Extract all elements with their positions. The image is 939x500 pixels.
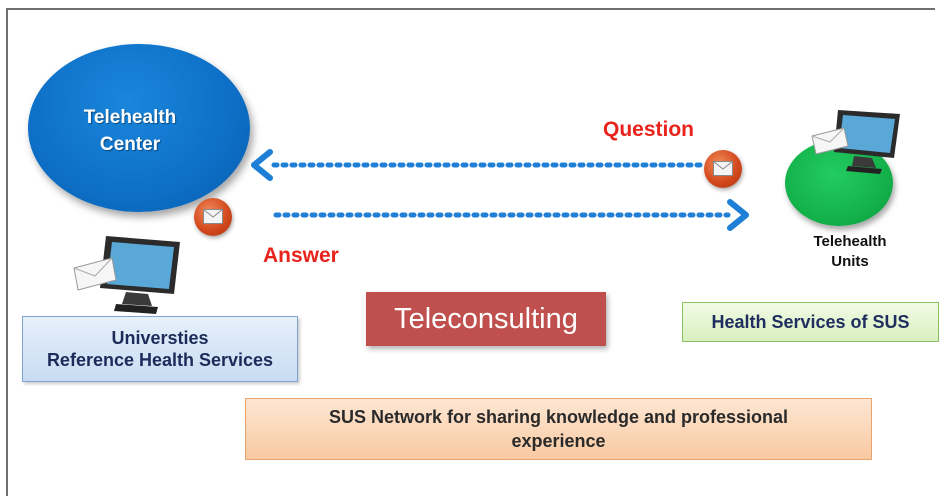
answer-mail-icon [194,198,232,236]
answer-label: Answer [263,244,339,267]
universities-line2: Reference Health Services [46,350,274,370]
telehealth-center-line1: Telehealth [83,107,177,128]
question-mail-icon [704,150,742,188]
health-services-box: Health Services of SUS [682,302,939,342]
sus-network-line2: experience [511,431,606,451]
computer-monitor-icon [73,236,180,314]
telehealth-center-label: Telehealth Center [55,104,205,158]
teleconsulting-box: Teleconsulting [366,292,606,346]
universities-box: Universties Reference Health Services [22,316,298,382]
telehealth-center-line2: Center [99,134,161,155]
sus-network-line1: SUS Network for sharing knowledge and pr… [328,407,789,427]
telehealth-units-label: Telehealth Units [790,232,910,272]
universities-line1: Universties [111,328,209,348]
telehealth-units-line1: Telehealth [813,233,887,250]
sus-network-box: SUS Network for sharing knowledge and pr… [245,398,872,460]
diagram-frame [6,8,935,496]
question-label: Question [603,118,695,141]
answer-arrow [273,199,749,231]
question-arrow [251,149,703,181]
telehealth-center-circle [28,44,250,212]
computer-monitor-icon [811,110,900,174]
telehealth-units-line2: Units [831,253,869,270]
